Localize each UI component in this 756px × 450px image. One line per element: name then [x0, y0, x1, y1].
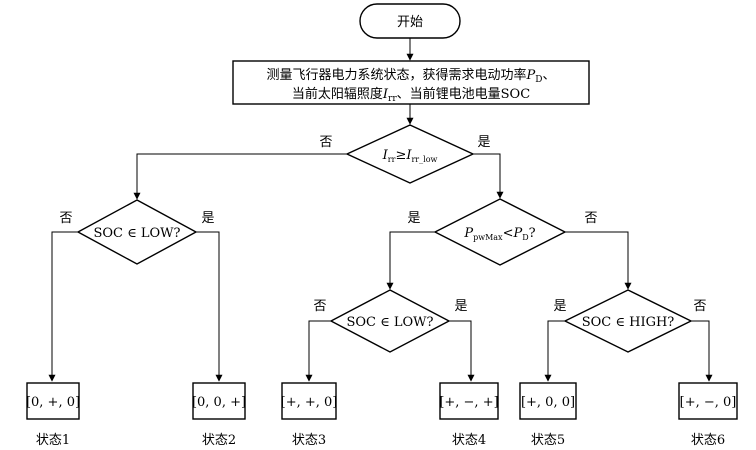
soc-right-yes-label: 是: [553, 299, 566, 314]
edge-soc-mid-yes: [449, 320, 475, 382]
power-yes-label: 是: [407, 211, 420, 226]
state-4-value: [+, −, +]: [439, 395, 498, 410]
state-box-5: [+, 0, 0] 状态5: [519, 382, 577, 448]
state-box-2: [0, 0, +] 状态2: [192, 382, 246, 448]
edge-power-no: [565, 231, 632, 290]
irr-yes-label: 是: [477, 135, 490, 150]
state-3-value: [+, +, 0]: [281, 395, 338, 410]
decision-soc-high-right: SOC ∈ HIGH?: [563, 289, 693, 353]
measure-line-2: 当前太阳辐照度Irr、当前锂电池电量SOC: [292, 86, 530, 104]
start-node: 开始: [359, 3, 461, 39]
state-6-name: 状态6: [691, 433, 725, 448]
measure-line-1: 测量飞行器电力系统状态，获得需求电动功率PD、: [267, 67, 556, 85]
state-1-value: [0, +, 0]: [26, 395, 80, 410]
state-box-6: [+, −, 0] 状态6: [678, 382, 738, 448]
state-3-name: 状态3: [292, 433, 326, 448]
decision-soc-low-mid-label: SOC ∈ LOW?: [346, 315, 433, 330]
soc-mid-yes-label: 是: [454, 299, 467, 314]
measure-process-box: 测量飞行器电力系统状态，获得需求电动功率PD、 当前太阳辐照度Irr、当前锂电池…: [232, 60, 590, 105]
soc-right-no-label: 否: [693, 299, 706, 314]
decision-power: PpwMax<PD?: [433, 198, 567, 266]
start-label: 开始: [397, 15, 423, 30]
decision-irradiance: Irr≥Irr_low: [345, 124, 475, 184]
edge-power-yes: [386, 231, 435, 290]
soc-left-yes-label: 是: [201, 211, 214, 226]
state-box-3: [+, +, 0] 状态3: [281, 382, 338, 448]
state-box-4: [+, −, +] 状态4: [439, 382, 499, 448]
decision-soc-high-right-label: SOC ∈ HIGH?: [582, 315, 675, 330]
edge-soc-left-no: [48, 231, 78, 382]
soc-left-no-label: 否: [59, 211, 72, 226]
state-4-name: 状态4: [452, 433, 486, 448]
state-6-value: [+, −, 0]: [680, 395, 737, 410]
edge-soc-right-yes: [544, 320, 565, 382]
state-box-1: [0, +, 0] 状态1: [26, 382, 80, 448]
state-5-value: [+, 0, 0]: [521, 395, 575, 410]
edge-irr-yes: [473, 153, 504, 199]
decision-power-label: PpwMax<PD?: [463, 226, 535, 242]
irr-no-label: 否: [319, 135, 332, 150]
edge-soc-left-yes: [196, 231, 223, 382]
soc-mid-no-label: 否: [313, 299, 326, 314]
state-5-name: 状态5: [531, 433, 565, 448]
decision-soc-low-mid: SOC ∈ LOW?: [329, 289, 451, 353]
state-2-name: 状态2: [202, 433, 236, 448]
edge-soc-right-no: [691, 320, 713, 382]
decision-soc-low-left: SOC ∈ LOW?: [76, 199, 198, 265]
edge-irr-no: [133, 153, 347, 200]
state-1-name: 状态1: [36, 433, 70, 448]
decision-soc-low-left-label: SOC ∈ LOW?: [93, 226, 180, 241]
state-2-value: [0, 0, +]: [192, 395, 246, 410]
power-no-label: 否: [584, 211, 597, 226]
decision-irradiance-label: Irr≥Irr_low: [382, 148, 438, 164]
edge-soc-mid-no: [305, 320, 331, 382]
